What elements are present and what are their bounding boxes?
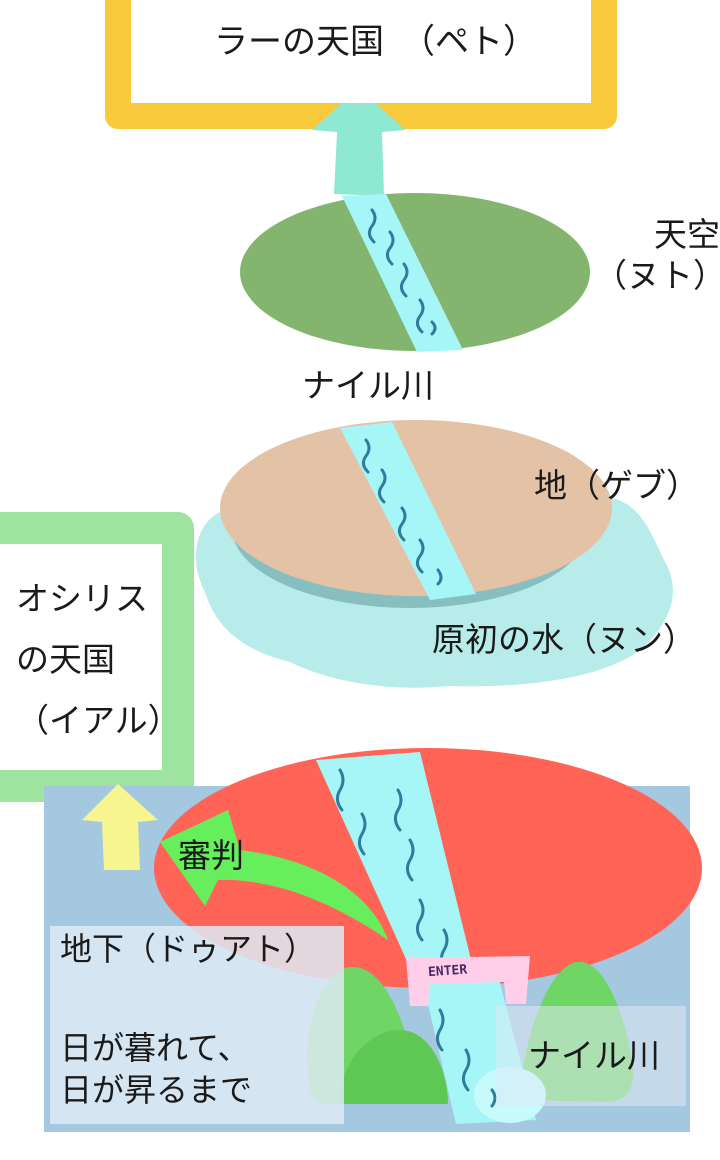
nile-lower-label-panel <box>496 1006 686 1106</box>
sunset-sunrise-label: 日が暮れて、 日が昇るまで <box>60 1029 253 1109</box>
nile-sky-waves <box>367 208 437 336</box>
sky-label: 天空 （ヌト） <box>594 215 720 296</box>
nile-duat-waves <box>335 768 497 1108</box>
judgment-arrow <box>160 810 388 940</box>
left-mound-front <box>340 1030 448 1104</box>
ra-heaven-label: ラーの天国 （ペト） <box>214 22 537 62</box>
ascent-arrow-to-osiris <box>82 784 158 870</box>
nile-earth-segment <box>340 422 476 600</box>
ascent-arrow-to-ra <box>312 88 406 196</box>
judgment-label: 審判 <box>178 836 244 875</box>
enter-sign-text: ENTER <box>428 963 468 981</box>
nile-earth-waves <box>361 438 443 586</box>
nile-sky-segment <box>342 194 463 352</box>
nile-lower-label: ナイル川 <box>528 1036 660 1075</box>
ra-heaven-box <box>131 0 591 103</box>
duat-label: 地下（ドゥアト） <box>60 930 317 968</box>
earth-label: 地（ゲブ） <box>534 466 699 505</box>
primordial-water-label: 原初の水（ヌン） <box>432 620 696 659</box>
osiris-heaven-label: オシリス の天国 （イアル） <box>16 579 181 741</box>
osiris-heaven-box <box>0 544 162 770</box>
duat-info-panel <box>50 926 344 1124</box>
nile-upper-label: ナイル川 <box>302 366 434 405</box>
enter-gate <box>406 956 530 1006</box>
nile-duat-segment <box>316 752 476 990</box>
